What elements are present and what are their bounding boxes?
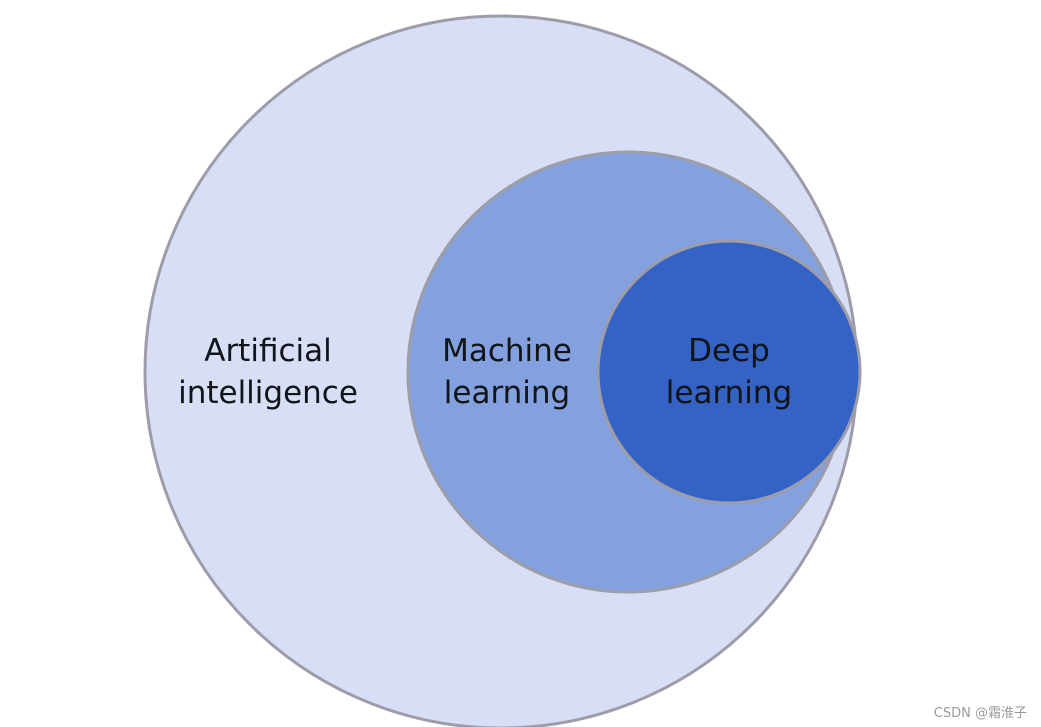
- csdn-watermark: CSDN @霜淮子: [933, 706, 1027, 721]
- dl-label-line-1: Deep: [688, 333, 770, 369]
- dl-circle: [596, 239, 862, 505]
- ai-label-line-1: Artificial: [204, 333, 332, 369]
- ai-label-line-2: intelligence: [178, 375, 358, 411]
- dl-label-line-2: learning: [666, 375, 792, 411]
- ml-label-line-1: Machine: [442, 333, 572, 369]
- ml-label-line-2: learning: [444, 375, 570, 411]
